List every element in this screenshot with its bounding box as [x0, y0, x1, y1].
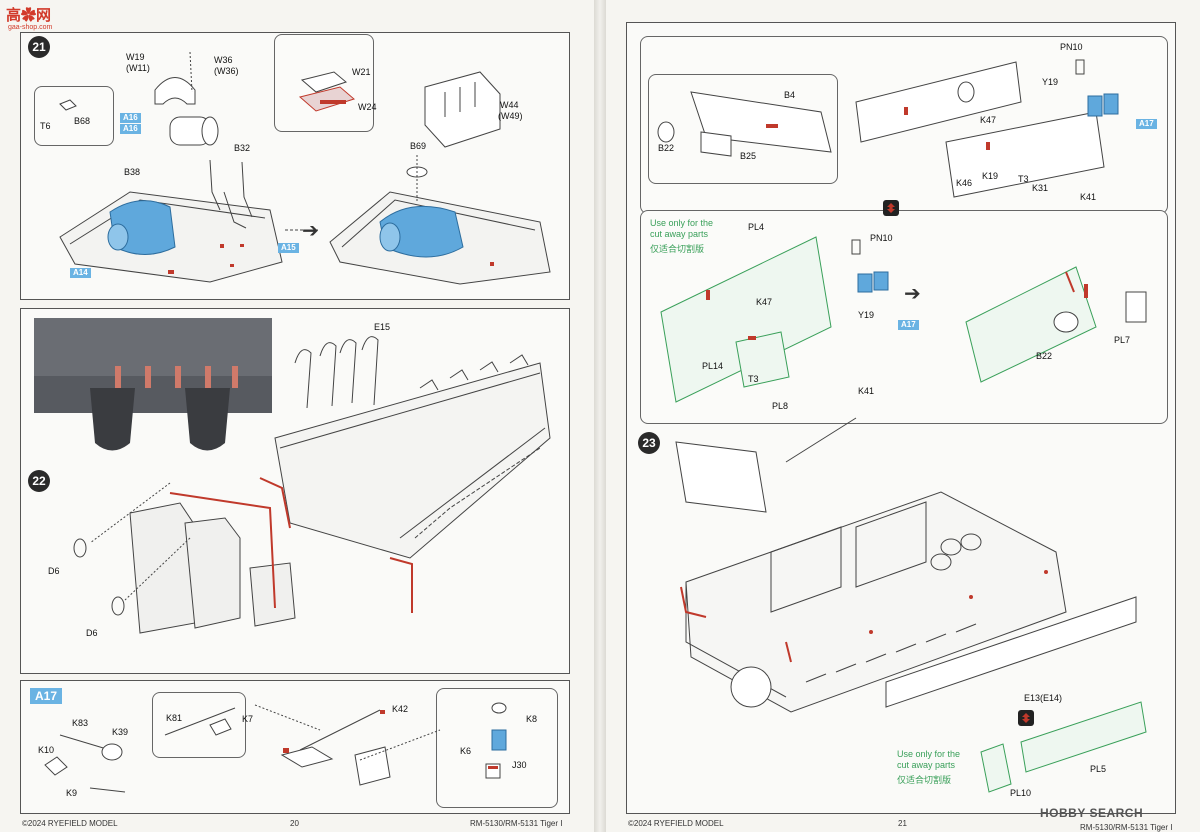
step-22-drawing [34, 318, 551, 634]
label-b32: B32 [234, 143, 251, 153]
label-k41-cutaway: K41 [858, 386, 875, 396]
label-k31: K31 [1032, 183, 1049, 193]
label-b22-cutaway: B22 [1036, 351, 1053, 361]
label-k83: K83 [72, 718, 89, 728]
label-e13-e14: E13(E14) [1024, 693, 1063, 703]
label-k81: K81 [166, 713, 183, 723]
badge-a17-cutaway: A17 [898, 320, 919, 330]
cutaway-note-upper-cn: 仅适合切割版 [650, 244, 705, 254]
step-23-badge: 23 [638, 432, 660, 454]
label-pl5: PL5 [1090, 764, 1107, 774]
label-y19-cutaway: Y19 [858, 310, 875, 320]
site-logo: 高✿网 [6, 7, 52, 24]
footer-left-model: RM-5130/RM-5131 Tiger I [470, 819, 563, 828]
label-k10: K10 [38, 745, 55, 755]
label-y19: Y19 [1042, 77, 1059, 87]
label-k7: K7 [242, 714, 254, 724]
label-k47: K47 [980, 115, 997, 125]
cutaway-note-lower-en1: Use only for the [897, 749, 961, 759]
label-k46: K46 [956, 178, 973, 188]
cutaway-warning-icon-lower [1018, 710, 1034, 726]
a17-drawing [44, 702, 507, 793]
a17-inset-k81 [152, 692, 246, 758]
badge-a17-top: A17 [1136, 119, 1157, 129]
badge-a16-alt: A16 [120, 124, 141, 134]
label-b4: B4 [784, 90, 796, 100]
label-w21: W21 [352, 67, 371, 77]
step-23-drawing [657, 59, 1147, 793]
cutaway-note-upper-en2: cut away parts [650, 229, 709, 239]
step-21-badge: 21 [28, 36, 50, 58]
footer-right-copyright: ©2024 RYEFIELD MODEL [628, 819, 724, 828]
label-pn10-cutaway: PN10 [870, 233, 893, 243]
label-pl10: PL10 [1010, 788, 1032, 798]
label-pl4: PL4 [748, 222, 765, 232]
cutaway-note-lower-cn: 仅适合切割版 [897, 775, 952, 785]
label-d6-upper: D6 [48, 566, 60, 576]
label-w44: W44 [500, 100, 519, 110]
label-b68: B68 [74, 116, 91, 126]
label-w24: W24 [358, 102, 377, 112]
label-b25: B25 [740, 151, 757, 161]
label-b69: B69 [410, 141, 427, 151]
label-pl14: PL14 [702, 361, 724, 371]
a17-header: A17 [30, 688, 63, 704]
step-21-inset-left [34, 86, 114, 146]
step-21-drawing [59, 51, 551, 285]
label-w11: (W11) [126, 63, 150, 73]
badge-a15: A15 [278, 243, 299, 253]
footer-left-copyright: ©2024 RYEFIELD MODEL [22, 819, 118, 828]
cutaway-note-upper-en1: Use only for the [650, 218, 714, 228]
label-k6: K6 [460, 746, 472, 756]
label-k47-cutaway: K47 [756, 297, 773, 307]
footer-left-page-number: 20 [290, 819, 299, 828]
site-url: gaa-shop.com [8, 24, 53, 31]
label-j30: J30 [512, 760, 527, 770]
badge-a16: A16 [120, 113, 141, 123]
step-21-transition-arrow: ➔ [302, 220, 319, 242]
footer-right-model: RM-5130/RM-5131 Tiger I [1080, 823, 1173, 832]
label-t3-cutaway: T3 [748, 374, 759, 384]
label-t3: T3 [1018, 174, 1029, 184]
label-pn10: PN10 [1060, 42, 1083, 52]
book-spine [594, 0, 606, 832]
label-w19: W19 [126, 52, 145, 62]
hobby-search-watermark: HOBBY SEARCH [1040, 806, 1144, 820]
label-b22: B22 [658, 143, 675, 153]
label-w36: W36 [214, 55, 233, 65]
cutaway-note-lower-en2: cut away parts [897, 760, 956, 770]
label-k9: K9 [66, 788, 78, 798]
label-w49: (W49) [498, 111, 523, 121]
label-pl7: PL7 [1114, 335, 1131, 345]
footer-right-page-number: 21 [898, 819, 907, 828]
badge-a14: A14 [70, 268, 91, 278]
cutaway-warning-icon-upper [883, 200, 899, 216]
step-22-badge: 22 [28, 470, 50, 492]
label-k41: K41 [1080, 192, 1097, 202]
label-k19: K19 [982, 171, 999, 181]
label-w36-alt: (W36) [214, 66, 239, 76]
label-d6-lower: D6 [86, 628, 98, 638]
label-k39: K39 [112, 727, 129, 737]
label-k8: K8 [526, 714, 538, 724]
step-23-transition-arrow: ➔ [904, 283, 921, 305]
label-t6: T6 [40, 121, 51, 131]
label-pl8: PL8 [772, 401, 789, 411]
label-k42: K42 [392, 704, 409, 714]
label-e15: E15 [374, 322, 391, 332]
label-b38: B38 [124, 167, 141, 177]
